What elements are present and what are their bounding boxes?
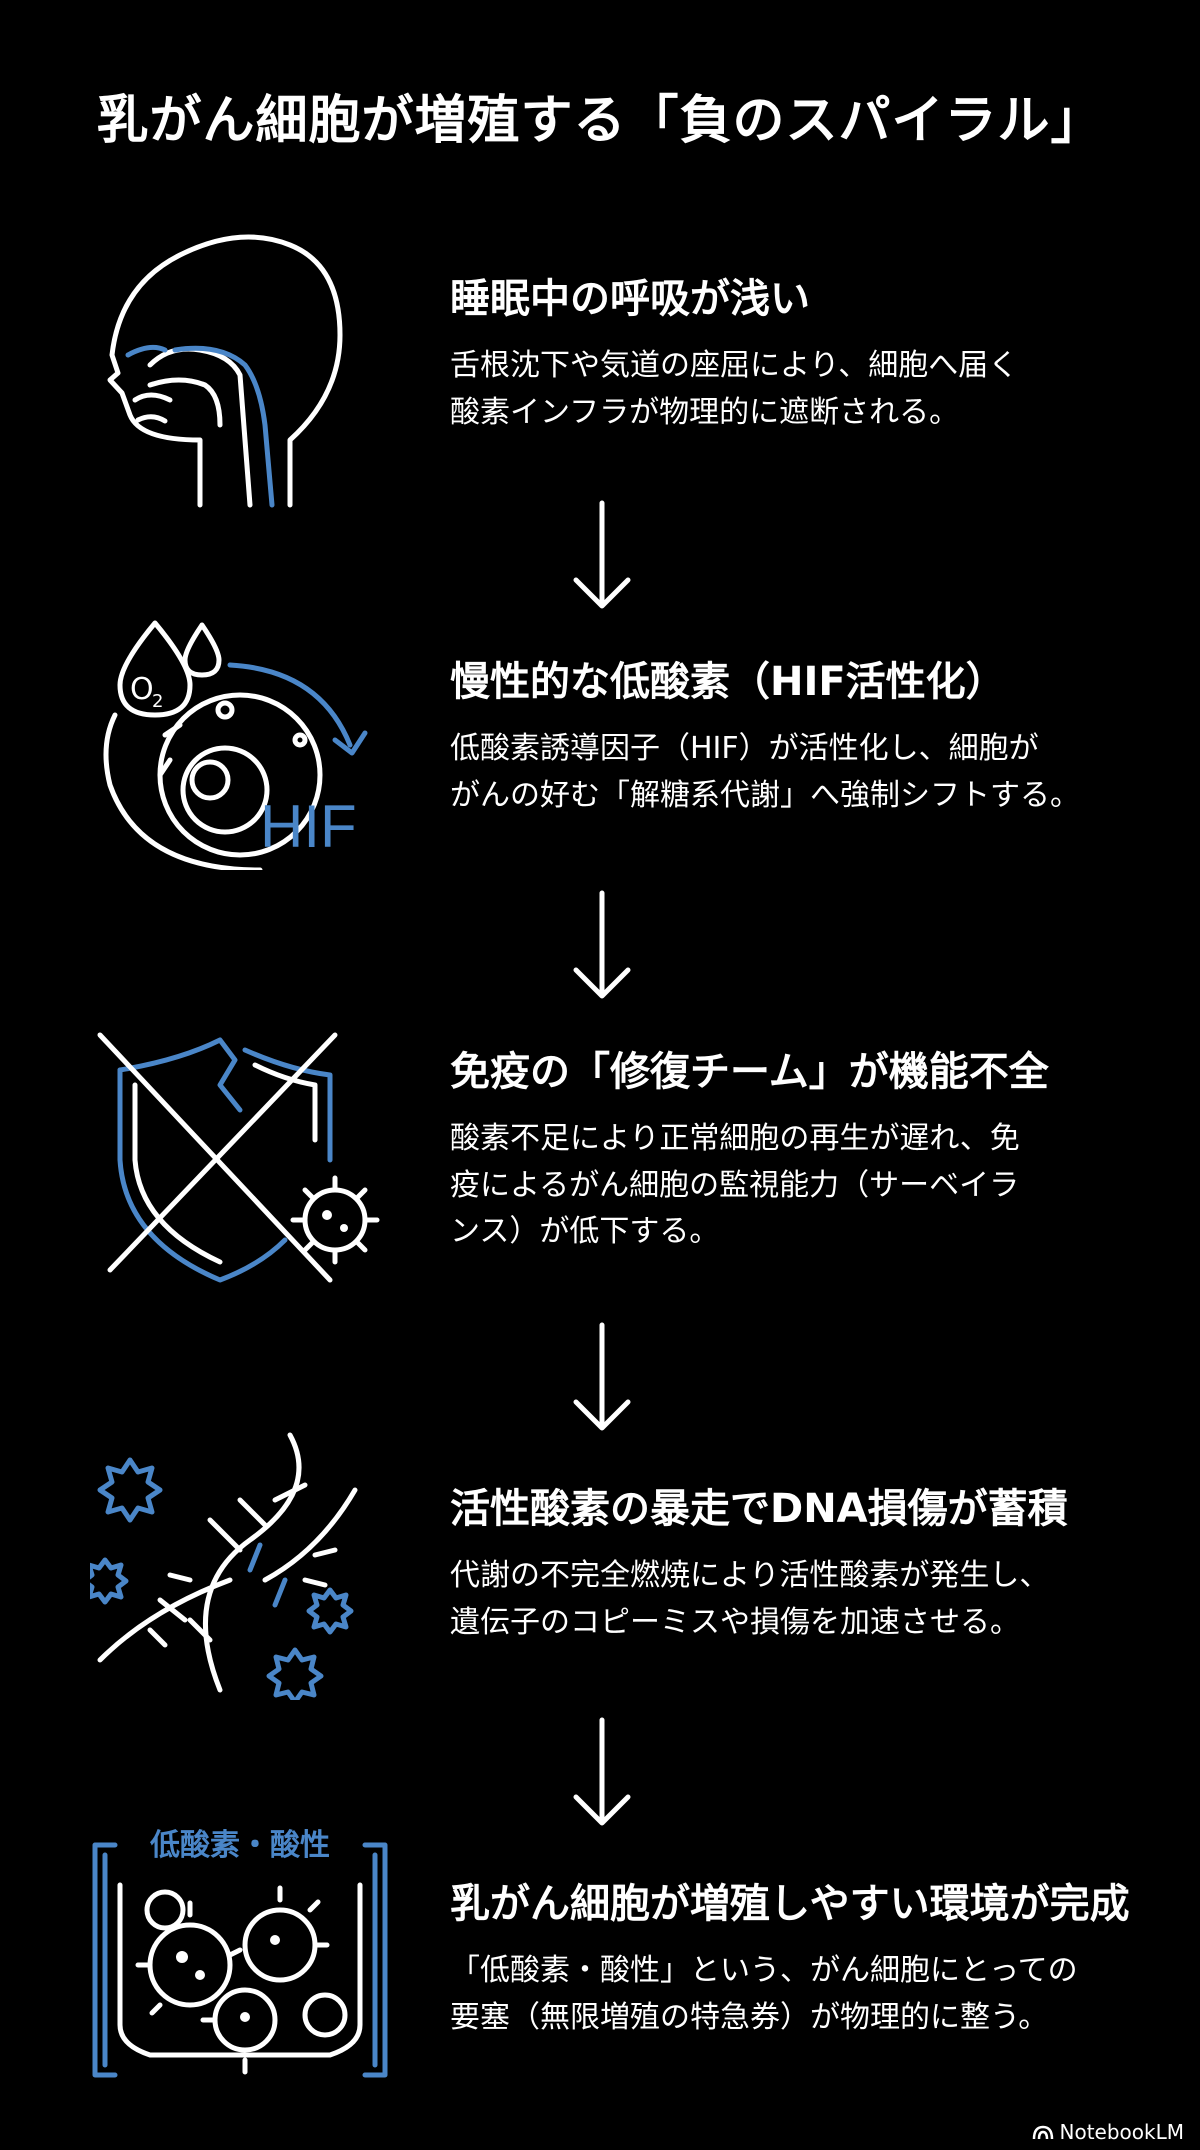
desc-line: 低酸素誘導因子（HIF）が活性化し、細胞が: [450, 731, 1039, 766]
desc-line: 遺伝子のコピーミスや損傷を加速させる。: [450, 1604, 1020, 1640]
o2-label: O: [130, 672, 154, 707]
step-3-text: 免疫の「修復チーム」が機能不全 酸素不足により正常細胞の再生が遅れ、免 疫による…: [450, 1048, 1170, 1256]
step-description: 舌根沈下や気道の座屈により、細胞へ届く 酸素インフラが物理的に遮断される。: [450, 343, 1170, 436]
desc-line: 要塞（無限増殖の特急券）が物理的に整う。: [450, 1999, 1049, 2035]
broken-dna-icon: [90, 1430, 390, 1700]
step-description: 酸素不足により正常細胞の再生が遅れ、免 疫によるがん細胞の監視能力（サーベイラ …: [450, 1116, 1170, 1256]
desc-line: 酸素不足により正常細胞の再生が遅れ、免: [450, 1121, 1020, 1156]
head-airway-icon: [90, 225, 390, 510]
page-title: 乳がん細胞が増殖する「負のスパイラル」: [96, 91, 1104, 151]
step-description: 代謝の不完全燃焼により活性酸素が発生し、 遺伝子のコピーミスや損傷を加速させる。: [450, 1553, 1170, 1646]
arrow-down-icon: [573, 1717, 631, 1826]
step-4-text: 活性酸素の暴走でDNA損傷が蓄積 代謝の不完全燃焼により活性酸素が発生し、 遺伝…: [450, 1485, 1170, 1646]
desc-line: 舌根沈下や気道の座屈により、細胞へ届く: [450, 348, 1019, 383]
desc-line: ンス）が低下する。: [450, 1214, 720, 1249]
step-1-text: 睡眠中の呼吸が浅い 舌根沈下や気道の座屈により、細胞へ届く 酸素インフラが物理的…: [450, 275, 1170, 436]
step-heading: 慢性的な低酸素（HIF活性化）: [450, 659, 1006, 705]
broken-shield-icon: [90, 1030, 390, 1290]
arrow-down-icon: [573, 500, 631, 609]
footer-brand-label: NotebookLM: [1059, 2120, 1185, 2144]
o2-subscript: 2: [152, 691, 163, 712]
notebooklm-logo-icon: [1032, 2125, 1053, 2140]
arrow-down-icon: [573, 890, 631, 999]
cancer-cells-environment-icon: 低酸素・酸性: [90, 1825, 390, 2085]
desc-line: がんの好む「解糖系代謝」へ強制シフトする。: [450, 777, 1080, 813]
desc-line: 酸素インフラが物理的に遮断される。: [450, 394, 960, 430]
step-heading: 睡眠中の呼吸が浅い: [450, 276, 810, 322]
oxygen-cell-hif-icon: O 2 HIF: [90, 615, 390, 870]
hif-label: HIF: [260, 793, 357, 860]
footer-brand: NotebookLM: [1032, 2120, 1185, 2144]
hypoxia-acidic-label: 低酸素・酸性: [149, 1828, 330, 1863]
desc-line: 疫によるがん細胞の監視能力（サーベイラ: [450, 1167, 1020, 1203]
step-heading: 乳がん細胞が増殖しやすい環境が完成: [450, 1881, 1130, 1927]
desc-line: 「低酸素・酸性」という、がん細胞にとっての: [450, 1953, 1078, 1988]
step-5-text: 乳がん細胞が増殖しやすい環境が完成 「低酸素・酸性」という、がん細胞にとっての …: [450, 1880, 1170, 2041]
step-2-text: 慢性的な低酸素（HIF活性化） 低酸素誘導因子（HIF）が活性化し、細胞が がん…: [450, 658, 1170, 819]
arrow-down-icon: [573, 1322, 631, 1431]
step-heading: 免疫の「修復チーム」が機能不全: [450, 1049, 1049, 1095]
desc-line: 代謝の不完全燃焼により活性酸素が発生し、: [450, 1558, 1050, 1593]
step-description: 低酸素誘導因子（HIF）が活性化し、細胞が がんの好む「解糖系代謝」へ強制シフト…: [450, 726, 1170, 819]
step-description: 「低酸素・酸性」という、がん細胞にとっての 要塞（無限増殖の特急券）が物理的に整…: [450, 1948, 1170, 2041]
step-heading: 活性酸素の暴走でDNA損傷が蓄積: [450, 1486, 1068, 1532]
